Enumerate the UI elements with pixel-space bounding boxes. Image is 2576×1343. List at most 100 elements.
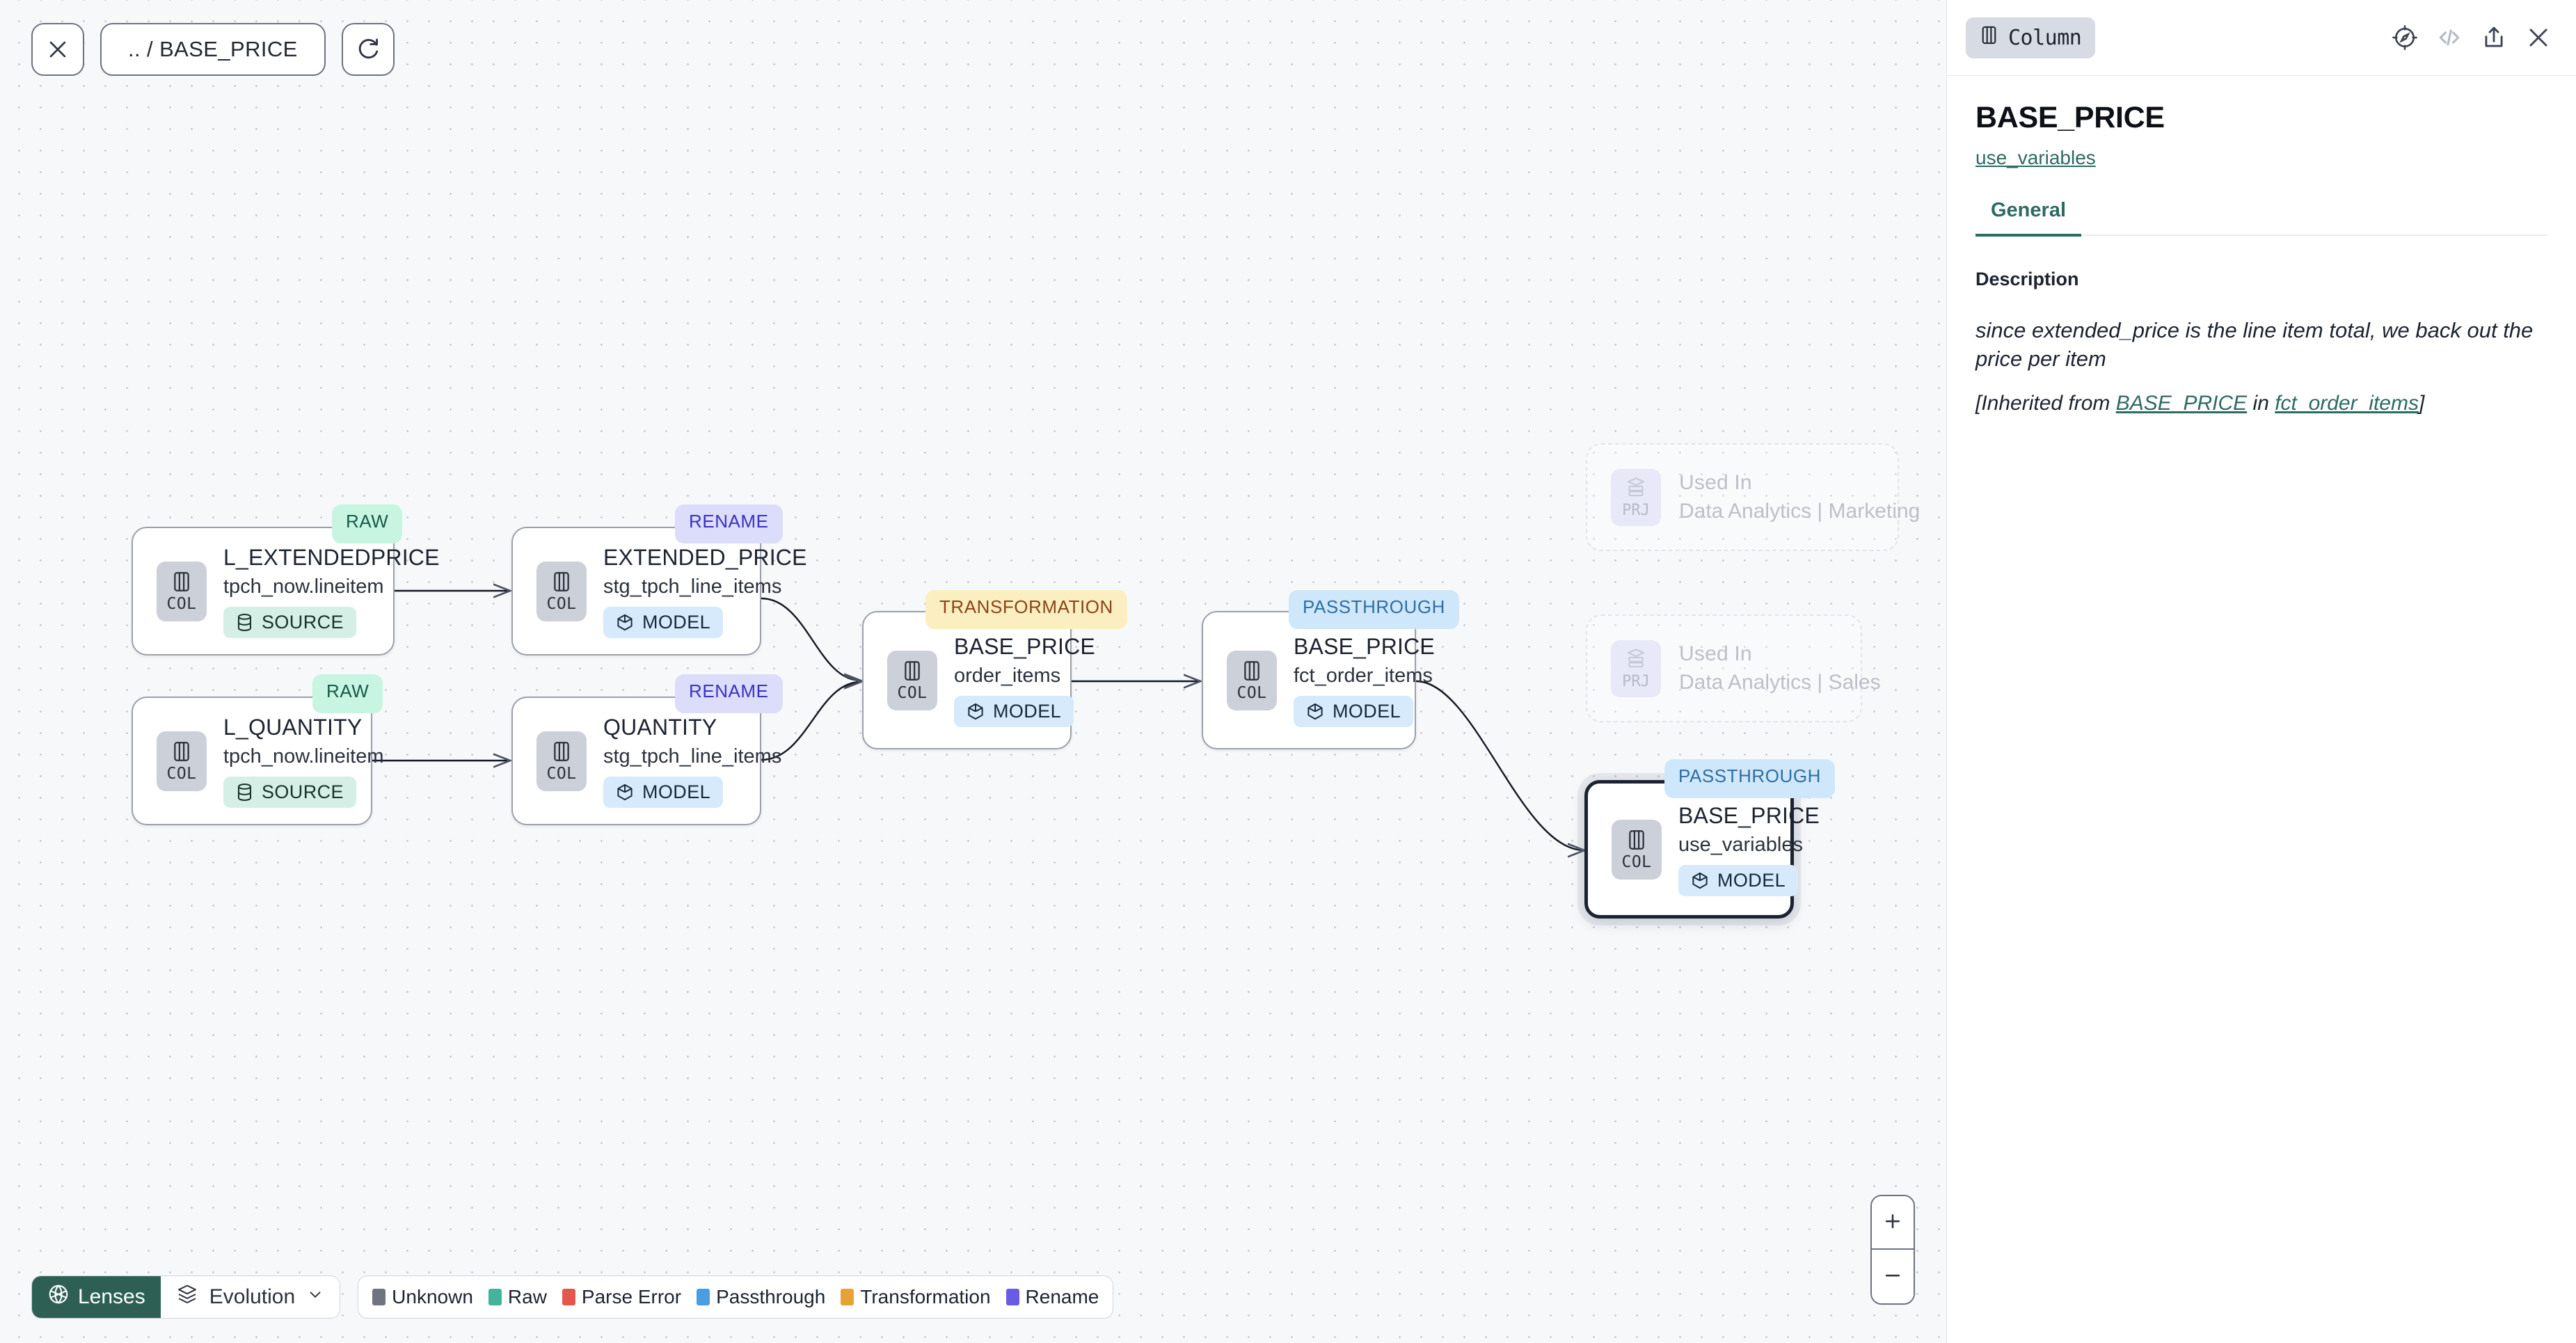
legend-item-raw[interactable]: Raw	[488, 1286, 547, 1308]
inherited-column-link[interactable]: BASE_PRICE	[2115, 392, 2248, 415]
column-node-base-price-order-items[interactable]: COL BASE_PRICE order_items MODEL	[862, 611, 1095, 749]
column-icon	[551, 570, 572, 594]
node-badge-raw: RAW	[332, 504, 403, 543]
explore-icon[interactable]	[2392, 24, 2418, 51]
evolution-selector[interactable]: Evolution	[160, 1276, 340, 1318]
entity-type-label: Column	[2008, 25, 2082, 50]
col-chip: COL	[157, 561, 207, 621]
legend-label: Passthrough	[716, 1286, 826, 1308]
database-icon	[236, 613, 253, 632]
prj-chip-label: PRJ	[1622, 672, 1650, 690]
cube-icon	[616, 783, 634, 802]
legend-swatch	[841, 1289, 854, 1305]
inherited-prefix: [Inherited from	[1975, 392, 2116, 415]
column-node-extended-price[interactable]: COL EXTENDED_PRICE stg_tpch_line_items M…	[511, 527, 806, 655]
column-icon	[1626, 828, 1647, 852]
project-icon	[1624, 476, 1648, 500]
ghost-node-subtitle: Data Analytics | Marketing	[1679, 500, 1921, 523]
node-kind-label: MODEL	[1333, 700, 1401, 722]
column-node-l-quantity[interactable]: COL L_QUANTITY tpch_now.lineitem	[132, 697, 384, 825]
legend-swatch	[562, 1289, 575, 1305]
share-icon[interactable]	[2481, 24, 2507, 51]
col-chip: COL	[1227, 650, 1277, 710]
zoom-controls	[1870, 1195, 1915, 1305]
legend-item-unknown[interactable]: Unknown	[372, 1286, 473, 1308]
node-subtitle: tpch_now.lineitem	[223, 745, 384, 768]
node-kind-label: MODEL	[642, 781, 711, 802]
column-node-base-price-fct-order-items[interactable]: COL BASE_PRICE fct_order_items MODEL	[1202, 611, 1435, 749]
prj-chip: PRJ	[1611, 468, 1661, 526]
legend-item-passthrough[interactable]: Passthrough	[697, 1286, 825, 1308]
node-badge-rename: RENAME	[675, 674, 783, 713]
node-kind-label: MODEL	[642, 611, 711, 633]
column-node-base-price-use-variables[interactable]: COL BASE_PRICE use_variables MODEL	[1584, 780, 1820, 919]
panel-header-actions	[2392, 24, 2552, 51]
close-graph-button[interactable]	[31, 23, 84, 76]
node-kind-pill: MODEL	[603, 606, 724, 638]
col-chip: COL	[536, 731, 587, 791]
tab-general[interactable]: General	[1975, 199, 2081, 237]
col-chip: COL	[157, 731, 207, 791]
refresh-button[interactable]	[341, 23, 395, 76]
column-icon	[171, 570, 192, 594]
plus-icon	[1882, 1211, 1903, 1234]
inherited-model-link[interactable]: fct_order_items	[2275, 392, 2419, 415]
node-title: EXTENDED_PRICE	[603, 544, 807, 570]
node-kind-pill: MODEL	[1678, 864, 1799, 896]
inherited-mid: in	[2247, 392, 2275, 415]
node-badge-passthrough: PASSTHROUGH	[1664, 759, 1835, 798]
node-subtitle: tpch_now.lineitem	[223, 575, 384, 598]
column-node-quantity[interactable]: COL QUANTITY stg_tpch_line_items MODEL	[511, 697, 781, 825]
description-label: Description	[1975, 269, 2079, 289]
lineage-legend: Unknown Raw Parse Error Passthrough Tran…	[358, 1276, 1114, 1319]
parent-model-link[interactable]: use_variables	[1975, 147, 2096, 168]
used-in-marketing-node[interactable]: PRJ Used In Data Analytics | Marketing	[1586, 443, 1920, 551]
legend-item-parse-error[interactable]: Parse Error	[562, 1286, 681, 1308]
node-kind-pill: MODEL	[954, 695, 1074, 727]
canvas-bottom-bar: Lenses Evolution	[31, 1276, 1114, 1319]
page-title: BASE_PRICE	[1975, 101, 2165, 134]
node-subtitle: order_items	[954, 664, 1061, 687]
col-chip-label: COL	[546, 594, 577, 613]
legend-item-transformation[interactable]: Transformation	[841, 1286, 991, 1308]
close-icon	[46, 38, 70, 61]
evolution-label: Evolution	[209, 1285, 296, 1308]
node-kind-pill: SOURCE	[223, 606, 356, 638]
database-icon	[236, 783, 253, 802]
legend-swatch	[372, 1289, 386, 1305]
column-icon	[1980, 24, 1998, 51]
refresh-icon	[356, 37, 381, 62]
column-node-l-extendedprice[interactable]: COL L_EXTENDEDPRICE tpch_now.lineitem	[132, 527, 439, 655]
node-kind-pill: SOURCE	[223, 776, 356, 808]
project-icon	[1624, 647, 1648, 672]
col-chip: COL	[1612, 819, 1662, 880]
legend-item-rename[interactable]: Rename	[1005, 1286, 1099, 1308]
column-icon	[551, 740, 572, 763]
description-text: since extended_price is the line item to…	[1975, 318, 2534, 372]
panel-body: BASE_PRICE use_variables General Descrip…	[1947, 76, 2576, 415]
breadcrumb[interactable]: .. / BASE_PRICE	[100, 23, 326, 76]
legend-label: Transformation	[860, 1286, 991, 1308]
legend-swatch	[697, 1289, 710, 1305]
col-chip-label: COL	[546, 764, 577, 783]
lens-icon	[47, 1283, 70, 1311]
used-in-sales-node[interactable]: PRJ Used In Data Analytics | Sales	[1586, 614, 1881, 722]
close-icon[interactable]	[2525, 24, 2552, 51]
lenses-button[interactable]: Lenses	[32, 1276, 161, 1318]
zoom-out-button[interactable]	[1872, 1250, 1914, 1303]
code-icon[interactable]	[2436, 24, 2463, 51]
zoom-in-button[interactable]	[1872, 1196, 1914, 1250]
ghost-node-subtitle: Data Analytics | Sales	[1679, 671, 1881, 694]
cube-icon	[967, 702, 985, 721]
node-kind-pill: MODEL	[1294, 695, 1414, 727]
col-chip-label: COL	[897, 683, 928, 702]
minus-icon	[1882, 1265, 1903, 1288]
ghost-node-title: Used In	[1679, 471, 1752, 494]
column-icon	[902, 659, 923, 683]
node-kind-label: MODEL	[1717, 869, 1786, 891]
lineage-canvas[interactable]: .. / BASE_PRICE	[0, 0, 1946, 1343]
node-badge-raw: RAW	[312, 674, 383, 713]
entity-type-badge: Column	[1966, 17, 2096, 58]
node-kind-label: SOURCE	[262, 781, 344, 802]
node-badge-passthrough: PASSTHROUGH	[1289, 590, 1459, 629]
